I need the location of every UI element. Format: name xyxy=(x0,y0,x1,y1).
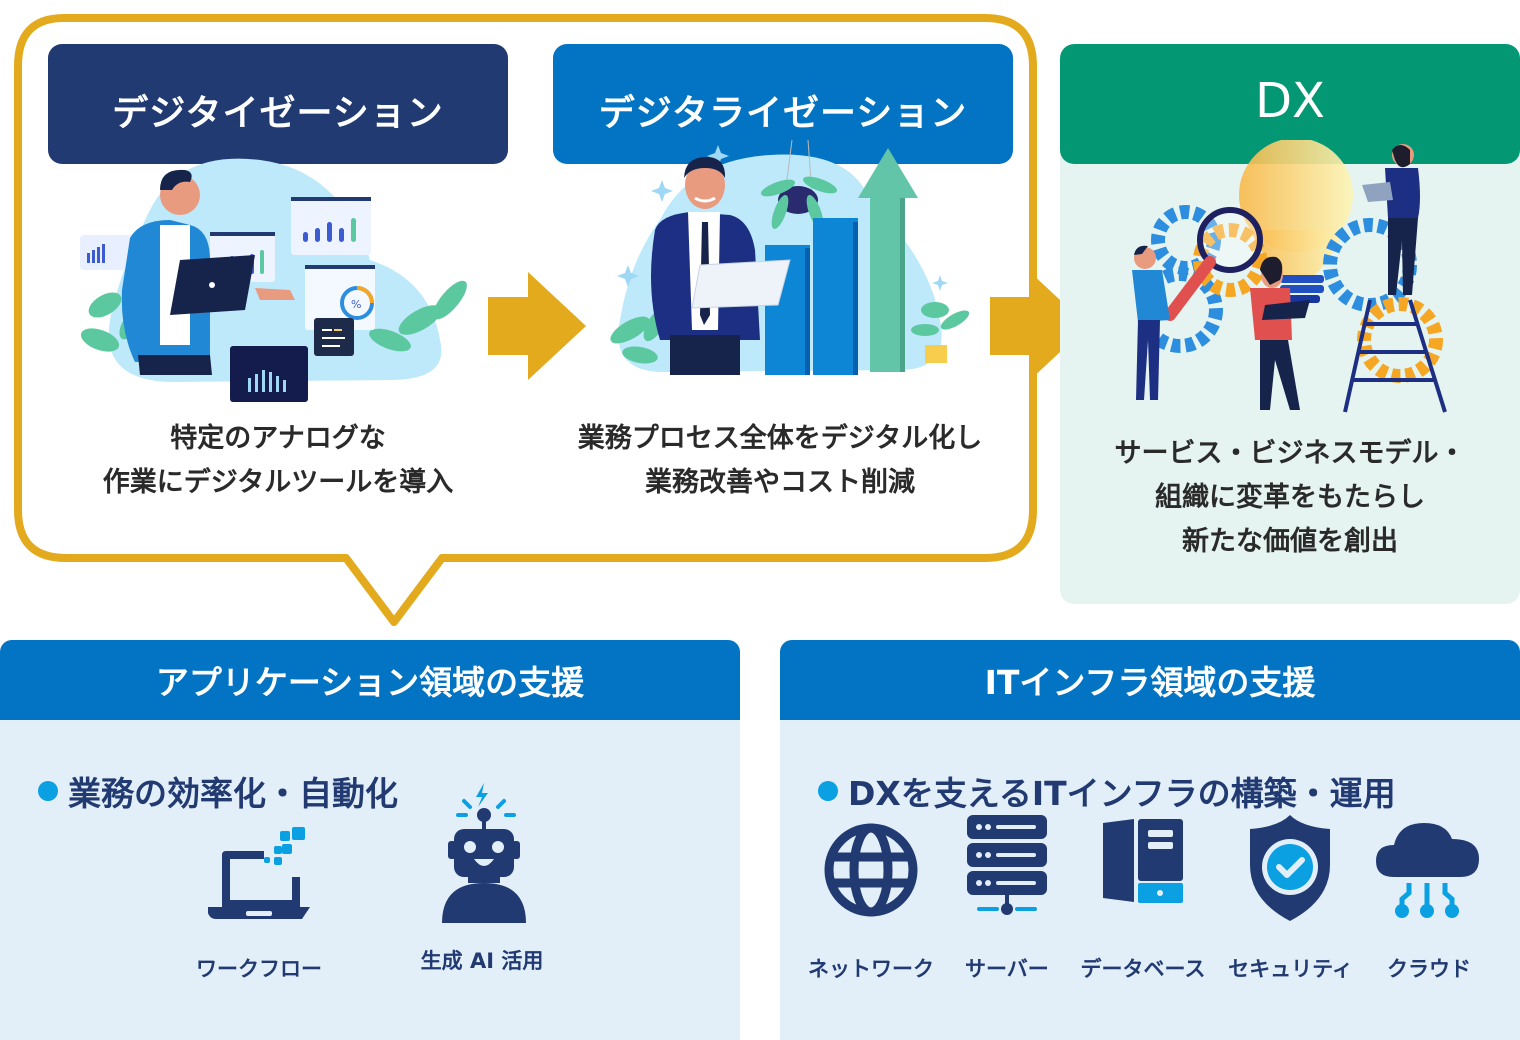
lightbulb-icon xyxy=(1239,140,1353,303)
network-item: ネットワーク xyxy=(808,815,934,983)
security-label: セキュリティ xyxy=(1228,957,1353,981)
dx-illustration xyxy=(1132,140,1447,413)
magnifier-icon xyxy=(1164,207,1263,321)
server-item: サーバー xyxy=(965,815,1049,983)
infrastructure-support-title: ITインフラ領域の支援 xyxy=(984,663,1316,702)
digitization-illustration: % xyxy=(80,158,467,402)
network-label: ネットワーク xyxy=(808,957,934,981)
svg-text:%: % xyxy=(351,298,361,311)
application-support-title: アプリケーション領域の支援 xyxy=(155,663,585,702)
person-ladder-icon xyxy=(1362,144,1420,295)
database-item: データベース xyxy=(1078,815,1208,983)
server-label: サーバー xyxy=(965,957,1049,981)
person-center-icon xyxy=(1250,256,1310,410)
infrastructure-support-bullet: DXを支えるITインフラの構築・運用 xyxy=(818,767,1396,815)
digitization-header: デジタイゼーション xyxy=(48,44,508,164)
plant-right-icon xyxy=(911,302,970,336)
ladder-icon xyxy=(1343,299,1447,413)
generative-ai-item: 生成 AI 活用 xyxy=(412,783,552,975)
database-icon xyxy=(1103,819,1183,903)
workflow-label: ワークフロー xyxy=(196,957,322,981)
dx-description: サービス・ビジネスモデル・ 組織に変革をもたらし 新たな価値を創出 xyxy=(1060,432,1520,564)
cloud-item: クラウド xyxy=(1374,815,1484,983)
digitalization-description: 業務プロセス全体をデジタル化し 業務改善やコスト削減 xyxy=(520,417,1040,505)
security-item: セキュリティ xyxy=(1228,815,1353,983)
database-label: データベース xyxy=(1080,957,1206,981)
description-line: 業務改善やコスト削減 xyxy=(645,467,915,498)
bullet-dot-icon xyxy=(38,781,58,801)
bullet-text: 業務の効率化・自動化 xyxy=(68,774,398,813)
gear-icon xyxy=(1193,223,1443,383)
plant-right-icon xyxy=(369,280,467,352)
digitalization-header: デジタライゼーション xyxy=(553,44,1013,164)
cloud-label: クラウド xyxy=(1387,957,1471,981)
laptop-workflow-icon xyxy=(208,827,310,919)
bullet-text: DXを支えるITインフラの構築・運用 xyxy=(848,774,1396,813)
plant-left-icon xyxy=(610,308,667,364)
arrow-right-icon xyxy=(488,272,586,380)
description-line: 特定のアナログな xyxy=(170,423,386,454)
sparkle-icon xyxy=(617,145,948,291)
digitalization-title: デジタライゼーション xyxy=(598,93,968,134)
description-line: サービス・ビジネスモデル・ xyxy=(1114,438,1466,469)
globe-network-icon xyxy=(824,823,918,917)
application-support-header: アプリケーション領域の支援 xyxy=(0,640,740,720)
application-support-panel: アプリケーション領域の支援 業務の効率化・自動化 ワークフロー xyxy=(0,640,740,1040)
infrastructure-support-panel: ITインフラ領域の支援 DXを支えるITインフラの構築・運用 ネットワーク xyxy=(780,640,1520,1040)
server-icon xyxy=(966,815,1047,915)
description-line: 新たな価値を創出 xyxy=(1182,526,1398,557)
application-support-bullet: 業務の効率化・自動化 xyxy=(38,767,398,815)
digitization-description: 特定のアナログな 作業にデジタルツールを導入 xyxy=(48,417,508,505)
description-line: 作業にデジタルツールを導入 xyxy=(102,467,454,498)
dx-title: DX xyxy=(1255,73,1325,129)
infrastructure-support-header: ITインフラ領域の支援 xyxy=(780,640,1520,720)
businessman-icon xyxy=(121,169,295,375)
description-line: 業務プロセス全体をデジタル化し xyxy=(577,423,983,454)
shield-check-icon xyxy=(1250,815,1330,921)
generative-ai-label: 生成 AI 活用 xyxy=(420,949,544,973)
hanging-plant-icon xyxy=(760,140,838,230)
businessman-icon xyxy=(651,156,791,375)
cloud-icon xyxy=(1376,823,1479,918)
digitization-title: デジタイゼーション xyxy=(112,93,444,134)
person-left-icon xyxy=(1132,245,1170,400)
arrow-right-icon xyxy=(990,272,1088,380)
growth-arrow-icon xyxy=(858,148,918,372)
donut-card-icon xyxy=(305,265,375,330)
description-line: 組織に変革をもたらし xyxy=(1155,482,1425,513)
robot-ai-icon xyxy=(442,783,526,923)
workflow-item: ワークフロー xyxy=(196,815,322,983)
bullet-dot-icon xyxy=(818,781,838,801)
digitalization-illustration xyxy=(610,140,970,375)
